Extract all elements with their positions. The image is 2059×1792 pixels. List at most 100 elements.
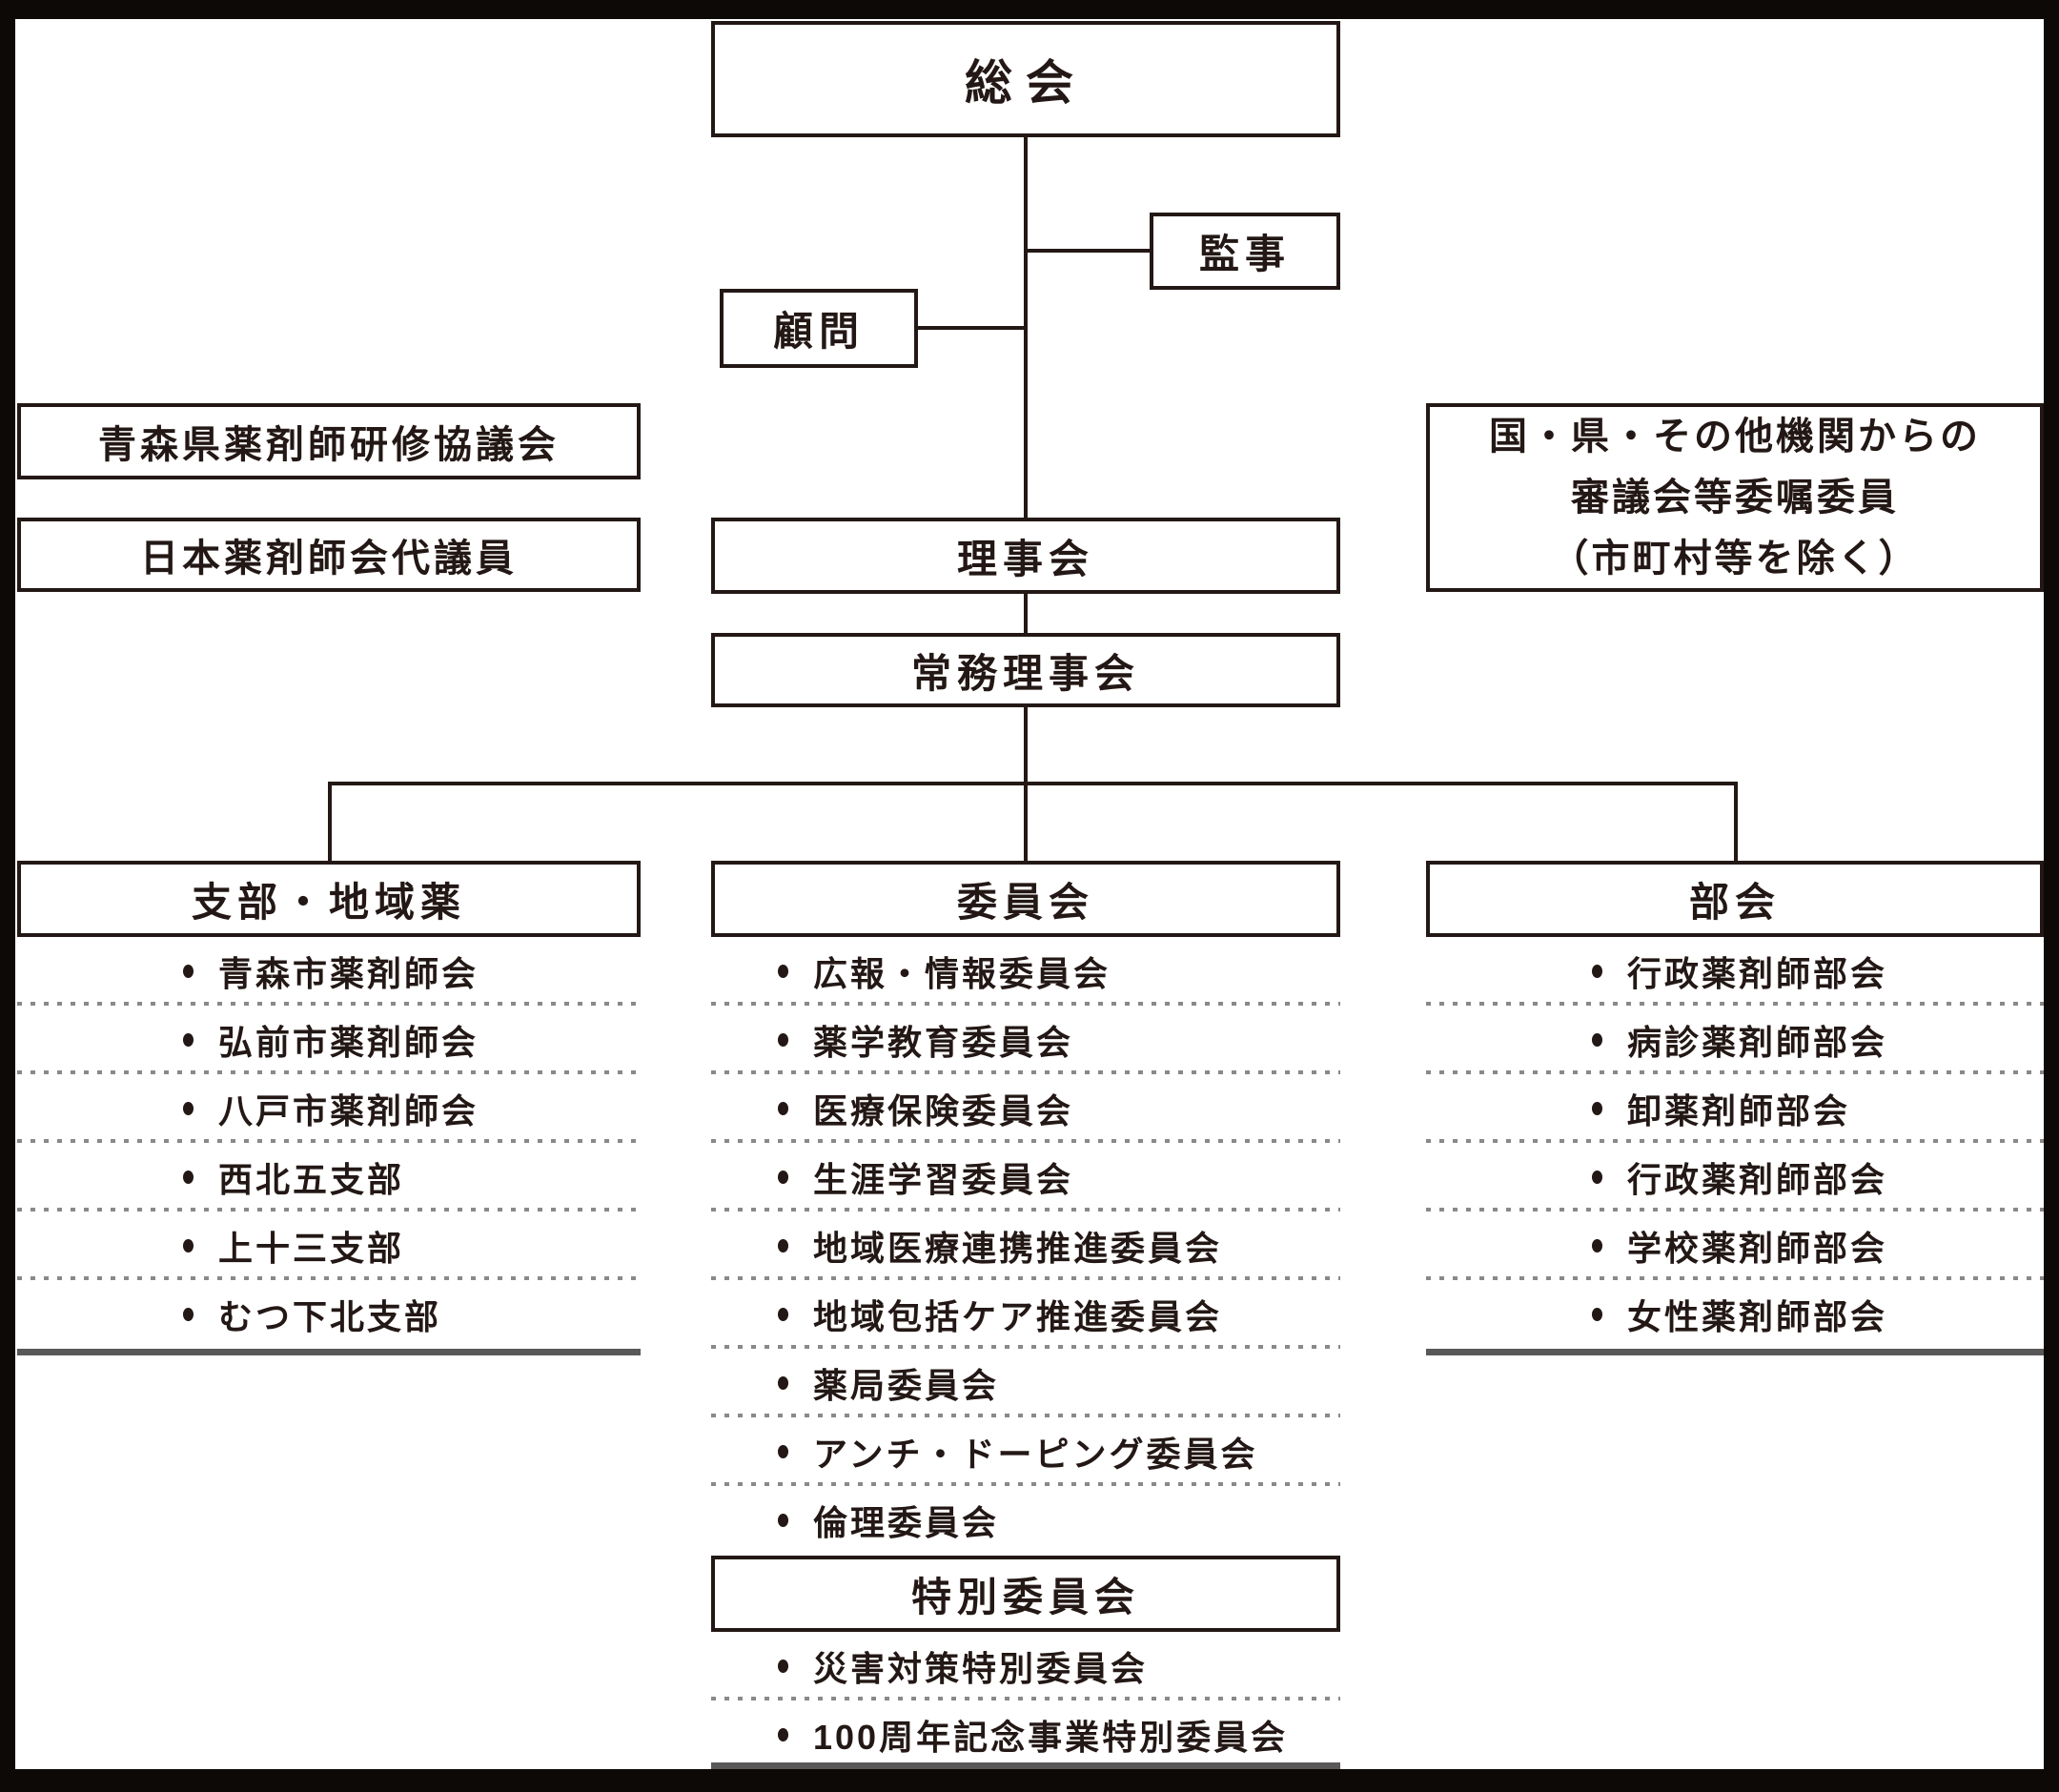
list-item: アンチ・ドーピング委員会	[711, 1417, 1340, 1486]
connector-assembly-to-board	[1024, 137, 1028, 518]
sections-item-2: 病診薬剤師部会	[1627, 1023, 1888, 1062]
committees-item-4: 生涯学習委員会	[813, 1160, 1074, 1199]
sections-item-3: 卸薬剤師部会	[1627, 1091, 1851, 1130]
list-item: 医療保険委員会	[711, 1074, 1340, 1143]
committees-list-end-line	[711, 1762, 1340, 1769]
bullet-icon	[1592, 1033, 1602, 1047]
header-special-committees: 特別委員会	[711, 1556, 1340, 1632]
node-advisors: 顧問	[720, 289, 918, 368]
branches-list-end-line	[17, 1349, 641, 1355]
list-item: 弘前市薬剤師会	[17, 1006, 641, 1074]
branches-header-label: 支部・地域薬	[191, 879, 466, 925]
branches-item-1: 青森市薬剤師会	[218, 954, 479, 993]
list-item: 広報・情報委員会	[711, 937, 1340, 1006]
list-item: 病診薬剤師部会	[1426, 1006, 2044, 1074]
committees-item-5: 地域医療連携推進委員会	[813, 1229, 1223, 1268]
chart-canvas: 総会 監事 顧問 青森県薬剤師研修協議会 日本薬剤師会代議員 理事会 常務理事会…	[15, 19, 2044, 1769]
node-external-committee: 国・県・その他機関からの 審議会等委嘱委員 （市町村等を除く）	[1426, 403, 2044, 592]
bullet-icon	[778, 1033, 788, 1047]
branches-item-3: 八戸市薬剤師会	[218, 1091, 479, 1130]
committees-item-6: 地域包括ケア推進委員会	[813, 1297, 1223, 1336]
jpa-delegates-label: 日本薬剤師会代議員	[140, 538, 518, 580]
node-jpa-delegates: 日本薬剤師会代議員	[17, 518, 641, 592]
committees-item-3: 医療保険委員会	[813, 1091, 1074, 1130]
list-item: 女性薬剤師部会	[1426, 1280, 2044, 1349]
sections-item-5: 学校薬剤師部会	[1627, 1229, 1888, 1268]
list-item: むつ下北支部	[17, 1280, 641, 1349]
bullet-icon	[778, 1660, 788, 1673]
list-item: 薬局委員会	[711, 1349, 1340, 1417]
bullet-icon	[778, 965, 788, 978]
branches-item-4: 西北五支部	[218, 1160, 405, 1199]
list-item: 行政薬剤師部会	[1426, 1143, 2044, 1212]
committees-item-9: 倫理委員会	[813, 1503, 1000, 1542]
bullet-icon	[778, 1376, 788, 1390]
node-board: 理事会	[711, 518, 1340, 594]
special-item-2: 100周年記念事業特別委員会	[813, 1718, 1289, 1757]
distributor-line	[328, 782, 1738, 785]
list-item: 卸薬剤師部会	[1426, 1074, 2044, 1143]
external-committee-line-3: （市町村等を除く）	[1550, 538, 1920, 580]
bullet-icon	[778, 1308, 788, 1321]
special-committees-list: 災害対策特別委員会 100周年記念事業特別委員会	[711, 1632, 1340, 1769]
connector-advisors	[916, 326, 1026, 330]
list-item: 八戸市薬剤師会	[17, 1074, 641, 1143]
branches-list: 青森市薬剤師会 弘前市薬剤師会 八戸市薬剤師会 西北五支部 上十三支部 むつ下北…	[17, 937, 641, 1349]
node-general-assembly: 総会	[711, 21, 1340, 137]
sections-item-1: 行政薬剤師部会	[1627, 954, 1888, 993]
header-committees: 委員会	[711, 861, 1340, 937]
external-committee-line-1: 国・県・その他機関からの	[1489, 416, 1981, 458]
committees-item-8: アンチ・ドーピング委員会	[813, 1435, 1258, 1474]
sections-item-4: 行政薬剤師部会	[1627, 1160, 1888, 1199]
list-item: 学校薬剤師部会	[1426, 1212, 2044, 1280]
executive-board-label: 常務理事会	[910, 650, 1140, 696]
list-item: 100周年記念事業特別委員会	[711, 1700, 1340, 1769]
header-sections: 部会	[1426, 861, 2044, 937]
advisors-label: 顧問	[772, 309, 865, 354]
committees-item-1: 広報・情報委員会	[813, 954, 1111, 993]
bullet-icon	[183, 1102, 194, 1115]
board-label: 理事会	[956, 536, 1094, 581]
bullet-icon	[183, 1171, 194, 1184]
sections-list: 行政薬剤師部会 病診薬剤師部会 卸薬剤師部会 行政薬剤師部会 学校薬剤師部会 女…	[1426, 937, 2044, 1349]
list-item: 地域医療連携推進委員会	[711, 1212, 1340, 1280]
drop-left-column	[328, 782, 332, 863]
branches-item-6: むつ下北支部	[218, 1297, 442, 1336]
bullet-icon	[1592, 1102, 1602, 1115]
node-executive-board: 常務理事会	[711, 633, 1340, 707]
list-item: 西北五支部	[17, 1143, 641, 1212]
header-branches: 支部・地域薬	[17, 861, 641, 937]
bullet-icon	[1592, 1171, 1602, 1184]
list-item: 行政薬剤師部会	[1426, 937, 2044, 1006]
list-item: 薬学教育委員会	[711, 1006, 1340, 1074]
drop-right-column	[1734, 782, 1738, 863]
committees-item-7: 薬局委員会	[813, 1366, 1000, 1405]
bullet-icon	[778, 1728, 788, 1741]
sections-list-end-line	[1426, 1349, 2044, 1355]
special-item-1: 災害対策特別委員会	[813, 1649, 1149, 1688]
external-committee-line-2: 審議会等委嘱委員	[1571, 477, 1899, 519]
special-committees-header-label: 特別委員会	[910, 1574, 1140, 1619]
bullet-icon	[1592, 965, 1602, 978]
bullet-icon	[778, 1239, 788, 1252]
bullet-icon	[778, 1102, 788, 1115]
list-item: 災害対策特別委員会	[711, 1632, 1340, 1700]
committees-list: 広報・情報委員会 薬学教育委員会 医療保険委員会 生涯学習委員会 地域医療連携推…	[711, 937, 1340, 1555]
list-item: 地域包括ケア推進委員会	[711, 1280, 1340, 1349]
bullet-icon	[778, 1445, 788, 1458]
list-item: 青森市薬剤師会	[17, 937, 641, 1006]
list-item: 生涯学習委員会	[711, 1143, 1340, 1212]
committees-item-2: 薬学教育委員会	[813, 1023, 1074, 1062]
committees-header-label: 委員会	[956, 879, 1094, 925]
bullet-icon	[778, 1514, 788, 1527]
bullet-icon	[183, 1239, 194, 1252]
node-training-council: 青森県薬剤師研修協議会	[17, 403, 641, 479]
training-council-label: 青森県薬剤師研修協議会	[98, 424, 560, 466]
bullet-icon	[1592, 1239, 1602, 1252]
connector-board-to-executive	[1024, 592, 1028, 635]
list-item: 倫理委員会	[711, 1486, 1340, 1555]
bullet-icon	[183, 1308, 194, 1321]
sections-item-6: 女性薬剤師部会	[1627, 1297, 1888, 1336]
general-assembly-label: 総会	[965, 56, 1087, 110]
